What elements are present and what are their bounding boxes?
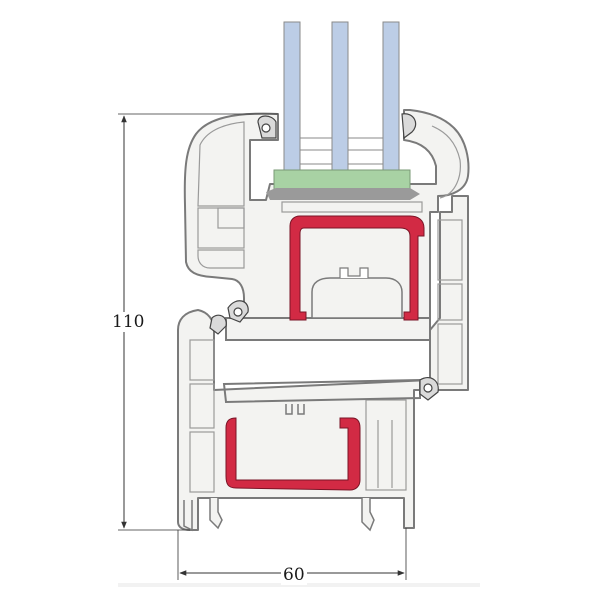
spacer-bars xyxy=(299,137,384,165)
gaskets xyxy=(209,113,439,401)
frame-steel-reinforcement xyxy=(225,417,361,491)
frame-rebate xyxy=(222,378,421,404)
glass-panes xyxy=(283,21,400,173)
sash-lower-extension xyxy=(225,317,431,341)
height-dimension-label: 110 xyxy=(110,312,147,332)
width-dimension-label: 60 xyxy=(281,565,307,585)
interlock-notch xyxy=(339,267,369,278)
gasket-top-right xyxy=(401,113,417,140)
floor-band xyxy=(118,583,480,587)
gasket-sash-inner xyxy=(209,314,227,335)
glazing-spacer xyxy=(273,169,411,191)
setting-block xyxy=(266,188,420,200)
sash-profile xyxy=(183,109,470,319)
sash-interlock-chamber xyxy=(311,277,403,319)
sash-steel-reinforcement xyxy=(289,215,425,321)
profile-feet xyxy=(183,404,375,532)
glass-pane-inner xyxy=(382,21,400,173)
glass-pane-outer xyxy=(283,21,301,173)
glass-pane-middle xyxy=(331,21,349,173)
sash-chambers xyxy=(197,121,461,269)
frame-chambers xyxy=(189,219,463,493)
